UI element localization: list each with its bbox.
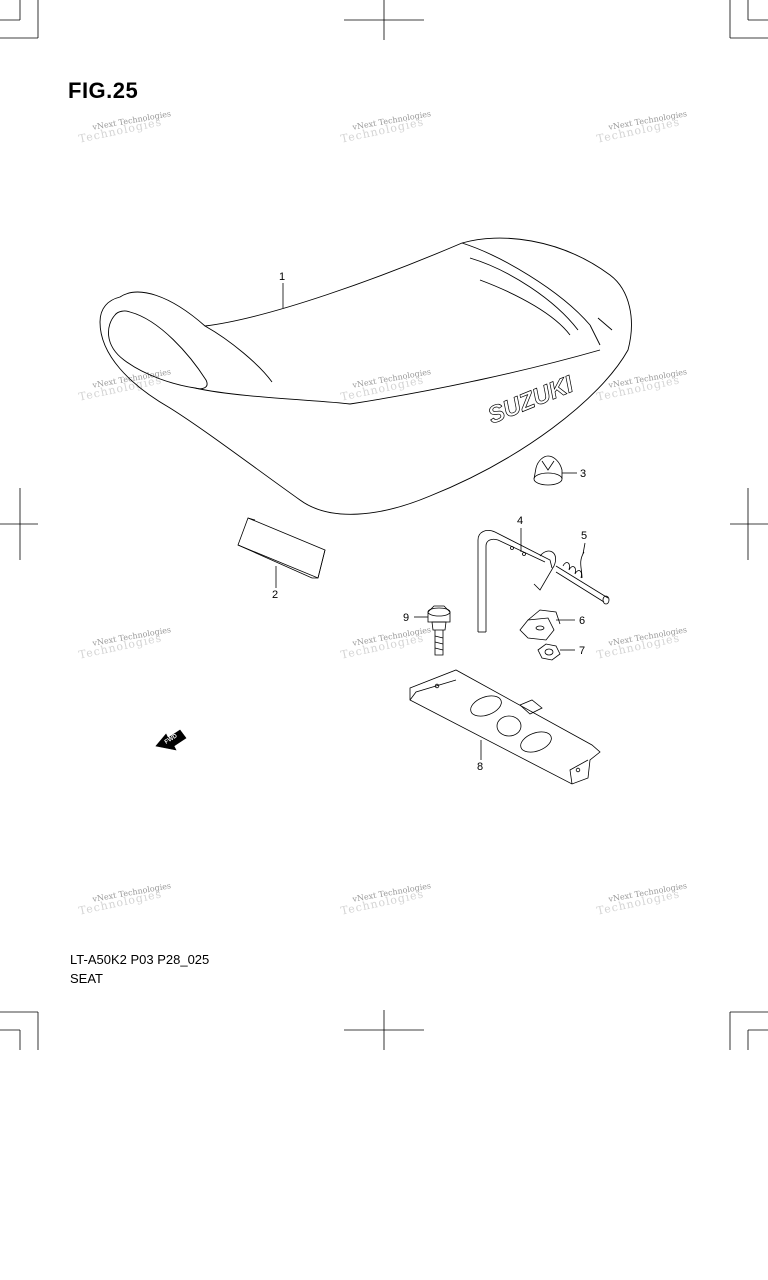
seat-logo: SUZUKI — [484, 370, 579, 430]
leader-lines — [275, 283, 586, 760]
nut-part — [537, 643, 561, 661]
rubber-cushion-part — [533, 455, 563, 486]
callout-8: 8 — [477, 761, 483, 773]
crop-marks — [0, 0, 768, 1050]
foam-block-part — [237, 517, 326, 579]
callout-7: 7 — [579, 645, 585, 657]
callout-6: 6 — [579, 615, 585, 627]
clip-part — [519, 609, 561, 641]
callout-1: 1 — [279, 271, 285, 283]
figure-title: FIG.25 — [68, 78, 139, 103]
callout-3: 3 — [580, 468, 586, 480]
bolt-part — [427, 605, 451, 656]
fwd-arrow-icon: FWD — [155, 729, 187, 751]
seat-lock-rod-part — [477, 530, 556, 633]
callout-4: 4 — [517, 515, 523, 527]
spring-part — [555, 551, 610, 605]
seat-plate-part — [409, 669, 601, 785]
section-name: SEAT — [70, 971, 103, 986]
callout-5: 5 — [581, 530, 587, 542]
model-code: LT-A50K2 P03 P28_025 — [70, 952, 210, 967]
callout-labels: 1 2 3 4 5 6 7 8 9 — [272, 271, 587, 773]
callout-9: 9 — [403, 612, 409, 624]
seat-logo-text: SUZUKI — [484, 371, 578, 430]
seat-part — [99, 237, 632, 515]
callout-2: 2 — [272, 589, 278, 601]
